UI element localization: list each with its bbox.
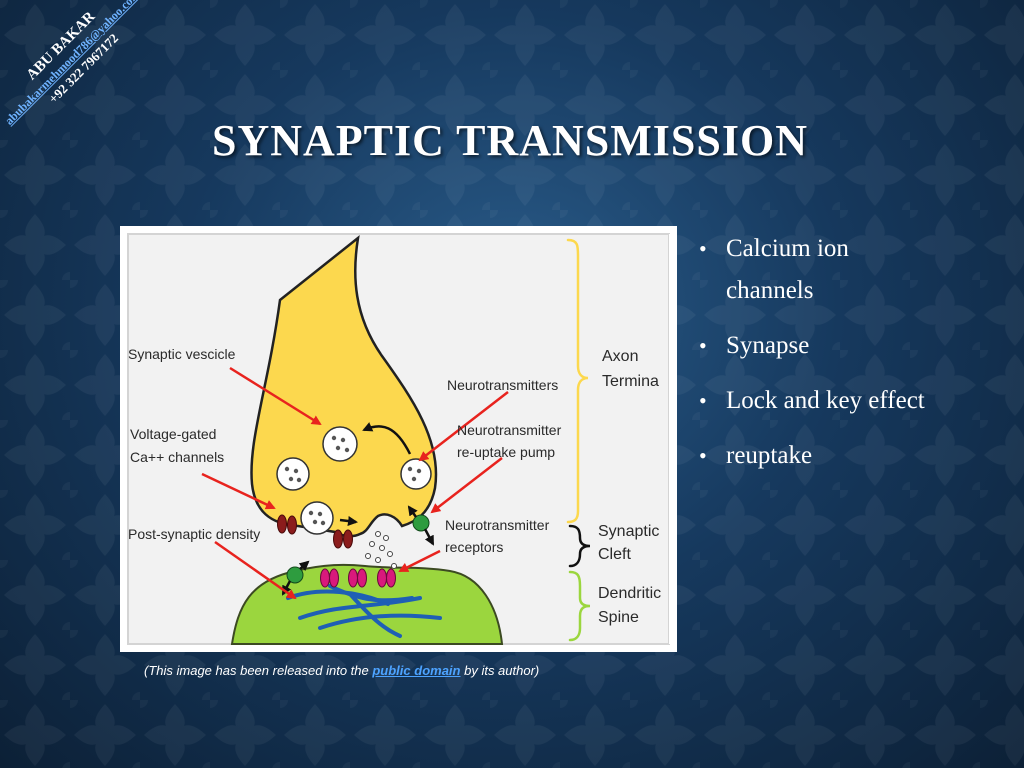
postsynaptic-receptors [320,568,396,588]
label-post-synaptic-density: Post-synaptic density [128,526,260,542]
reuptake-pump-presynaptic [412,514,430,532]
bullet-text: reuptake [726,442,813,469]
label-receptors-line1: Neurotransmitter [445,517,550,533]
frame-edge [669,234,677,644]
label-reuptake-pump-line2: re-uptake pump [457,444,555,460]
caption-suffix: by its author) [460,663,540,678]
bullet-item: reuptake [697,435,997,477]
label-reuptake-pump-line1: Neurotransmitter [457,422,562,438]
label-voltage-gated-line2: Ca++ channels [130,449,224,465]
label-voltage-gated-line1: Voltage-gated [130,426,216,442]
bullet-text: Lock and key effect [726,387,925,414]
public-domain-link[interactable]: public domain [372,663,461,678]
label-cleft-line2: Cleft [598,546,631,563]
synapse-diagram-svg: Synaptic vescicle Voltage-gated Ca++ cha… [127,233,677,645]
bullet-item: Synapse [697,325,997,367]
slide-title: SYNAPTIC TRANSMISSION [212,116,808,165]
calcium-channels [277,514,353,549]
cytoskeleton-filaments [286,584,442,638]
label-neurotransmitters: Neurotransmitters [447,377,558,393]
synapse-diagram: Synaptic vescicle Voltage-gated Ca++ cha… [120,226,677,652]
label-synaptic-vesicle: Synaptic vescicle [128,346,236,362]
region-braces [566,238,591,642]
bullet-item: Calcium ion channels [697,228,997,312]
label-dendritic-line2: Spine [598,609,639,626]
label-axon-line2: Termina [602,373,659,390]
label-pointer-arrows [201,366,509,600]
vesicle-neurotransmitters [284,435,422,526]
label-dendritic-line1: Dendritic [598,585,661,602]
label-receptors-line2: receptors [445,539,503,555]
caption-prefix: (This image has been released into the [144,663,373,678]
released-neurotransmitters [365,531,397,569]
bullet-text-line1: Calcium ion [726,235,849,262]
bullet-text-line2: channels [726,277,814,304]
bullet-list: Calcium ion channels Synapse Lock and key… [697,228,997,490]
label-axon-line1: Axon [602,348,638,365]
bullet-item: Lock and key effect [697,380,997,422]
bullet-text: Synapse [726,332,810,359]
synaptic-vesicles [276,426,432,535]
label-cleft-line1: Synaptic [598,523,659,540]
image-caption: (This image has been released into the p… [144,663,664,678]
